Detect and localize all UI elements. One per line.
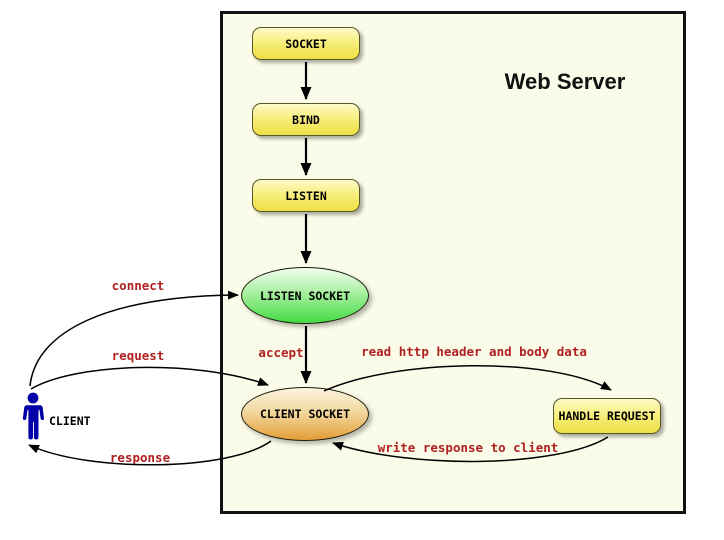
edge-label-read-http: read http header and body data [361,344,587,359]
arrow-connect [29,290,239,387]
client-person-icon [22,392,45,440]
edge-label-connect: connect [111,278,165,293]
node-listen-socket: LISTEN SOCKET [241,267,369,324]
node-client-socket: CLIENT SOCKET [241,387,369,441]
node-bind-label: BIND [292,112,320,127]
node-bind: BIND [252,103,360,136]
edge-label-request: request [111,348,165,363]
node-socket-label: SOCKET [285,36,327,51]
node-listen-label: LISTEN [285,188,327,203]
client-actor-label: CLIENT [49,414,91,428]
node-handle-request-label: HANDLE REQUEST [558,409,656,423]
diagram-title: Web Server [504,69,626,94]
node-socket: SOCKET [252,27,360,60]
node-handle-request: HANDLE REQUEST [553,398,661,434]
edge-label-write-response: write response to client [377,440,559,455]
edge-label-accept: accept [258,345,304,360]
edge-label-response: response [109,450,171,465]
node-listen-socket-label: LISTEN SOCKET [259,288,350,303]
node-client-socket-label: CLIENT SOCKET [259,407,350,421]
node-listen: LISTEN [252,179,360,212]
